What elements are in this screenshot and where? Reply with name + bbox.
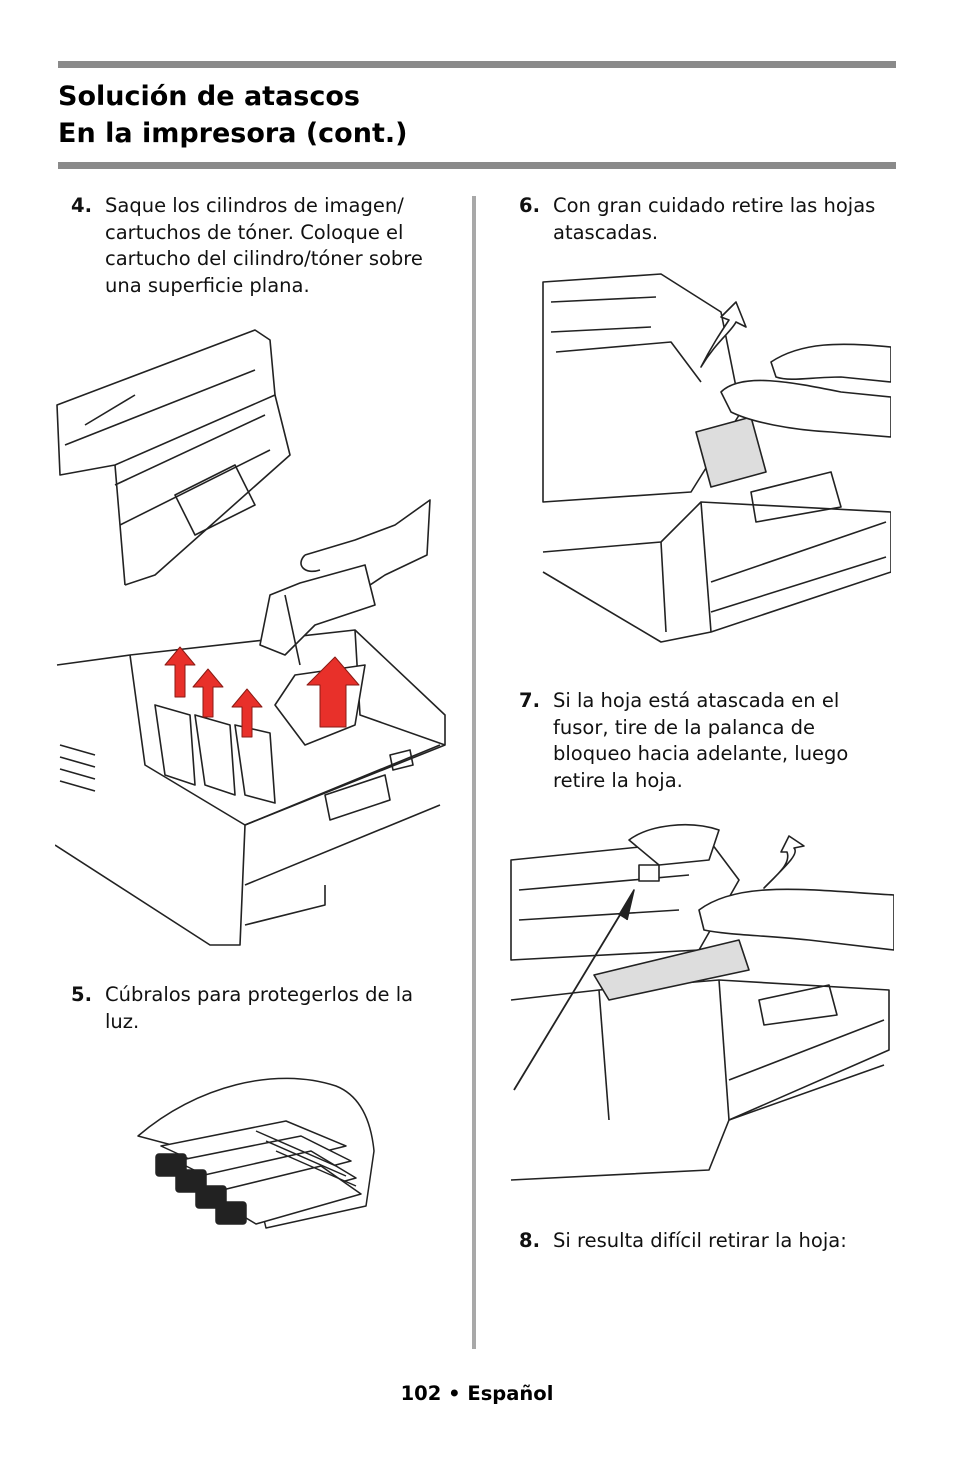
covered-drums-illustration	[136, 1066, 376, 1231]
step-number: 8.	[519, 1229, 540, 1252]
step-5: 5. Cúbralos para protegerlos de la luz.	[58, 982, 448, 1035]
page-footer: 102 • Español	[0, 1382, 954, 1405]
step-number: 6.	[519, 194, 540, 217]
header-rule-bottom	[58, 162, 896, 169]
step-number: 7.	[519, 689, 540, 712]
remove-jammed-sheets-illustration	[541, 272, 891, 657]
printer-open-drums-illustration	[55, 325, 450, 950]
footer-language: Español	[467, 1382, 554, 1405]
step-text: Saque los cilindros de imagen/ cartuchos…	[105, 194, 423, 297]
step-8: 8. Si resulta difícil retirar la hoja:	[506, 1228, 896, 1255]
step-text: Con gran cuidado retire las hojas atasca…	[553, 194, 876, 244]
page-title-line-2: En la impresora (cont.)	[58, 118, 408, 149]
step-text: Cúbralos para protegerlos de la luz.	[105, 983, 414, 1033]
page-number: 102	[400, 1382, 442, 1405]
column-divider	[472, 196, 476, 1349]
step-text: Si resulta difícil retirar la hoja:	[553, 1229, 847, 1252]
step-text: Si la hoja está atascada en el fusor, ti…	[553, 689, 849, 792]
page-title-line-1: Solución de atascos	[58, 81, 360, 112]
step-number: 5.	[71, 983, 92, 1006]
step-4: 4. Saque los cilindros de imagen/ cartuc…	[58, 193, 448, 299]
header-rule-top	[58, 61, 896, 68]
step-7: 7. Si la hoja está atascada en el fusor,…	[506, 688, 896, 794]
footer-separator: •	[448, 1382, 461, 1405]
step-6: 6. Con gran cuidado retire las hojas ata…	[506, 193, 896, 246]
step-number: 4.	[71, 194, 92, 217]
page-title: Solución de atascos En la impresora (con…	[58, 78, 407, 152]
fuser-lever-illustration	[509, 820, 894, 1200]
